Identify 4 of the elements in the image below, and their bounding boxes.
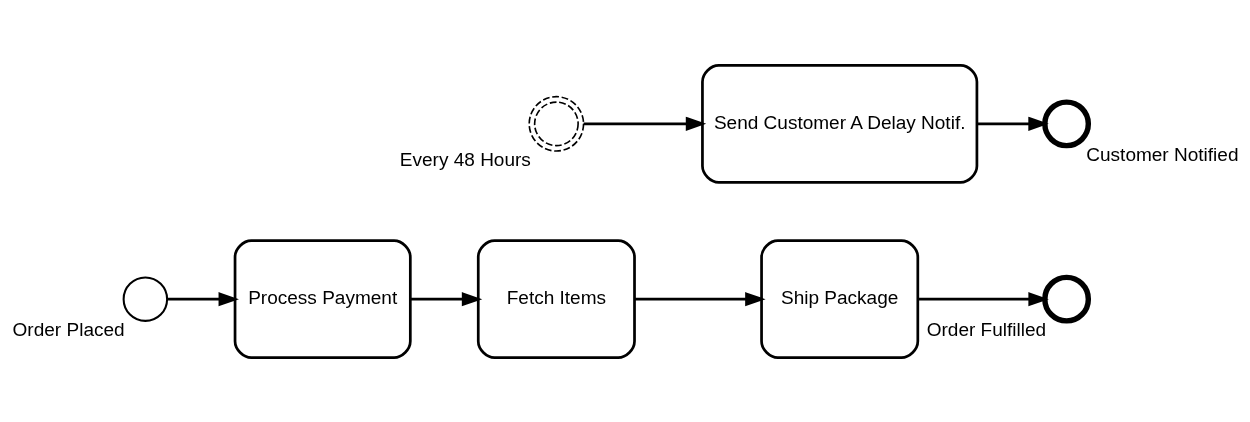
node-label: Customer Notified: [1086, 143, 1239, 165]
node-label: Every 48 Hours: [399, 148, 531, 170]
node-label: Order Fulfilled: [926, 318, 1047, 340]
node-label: Order Placed: [12, 318, 125, 340]
